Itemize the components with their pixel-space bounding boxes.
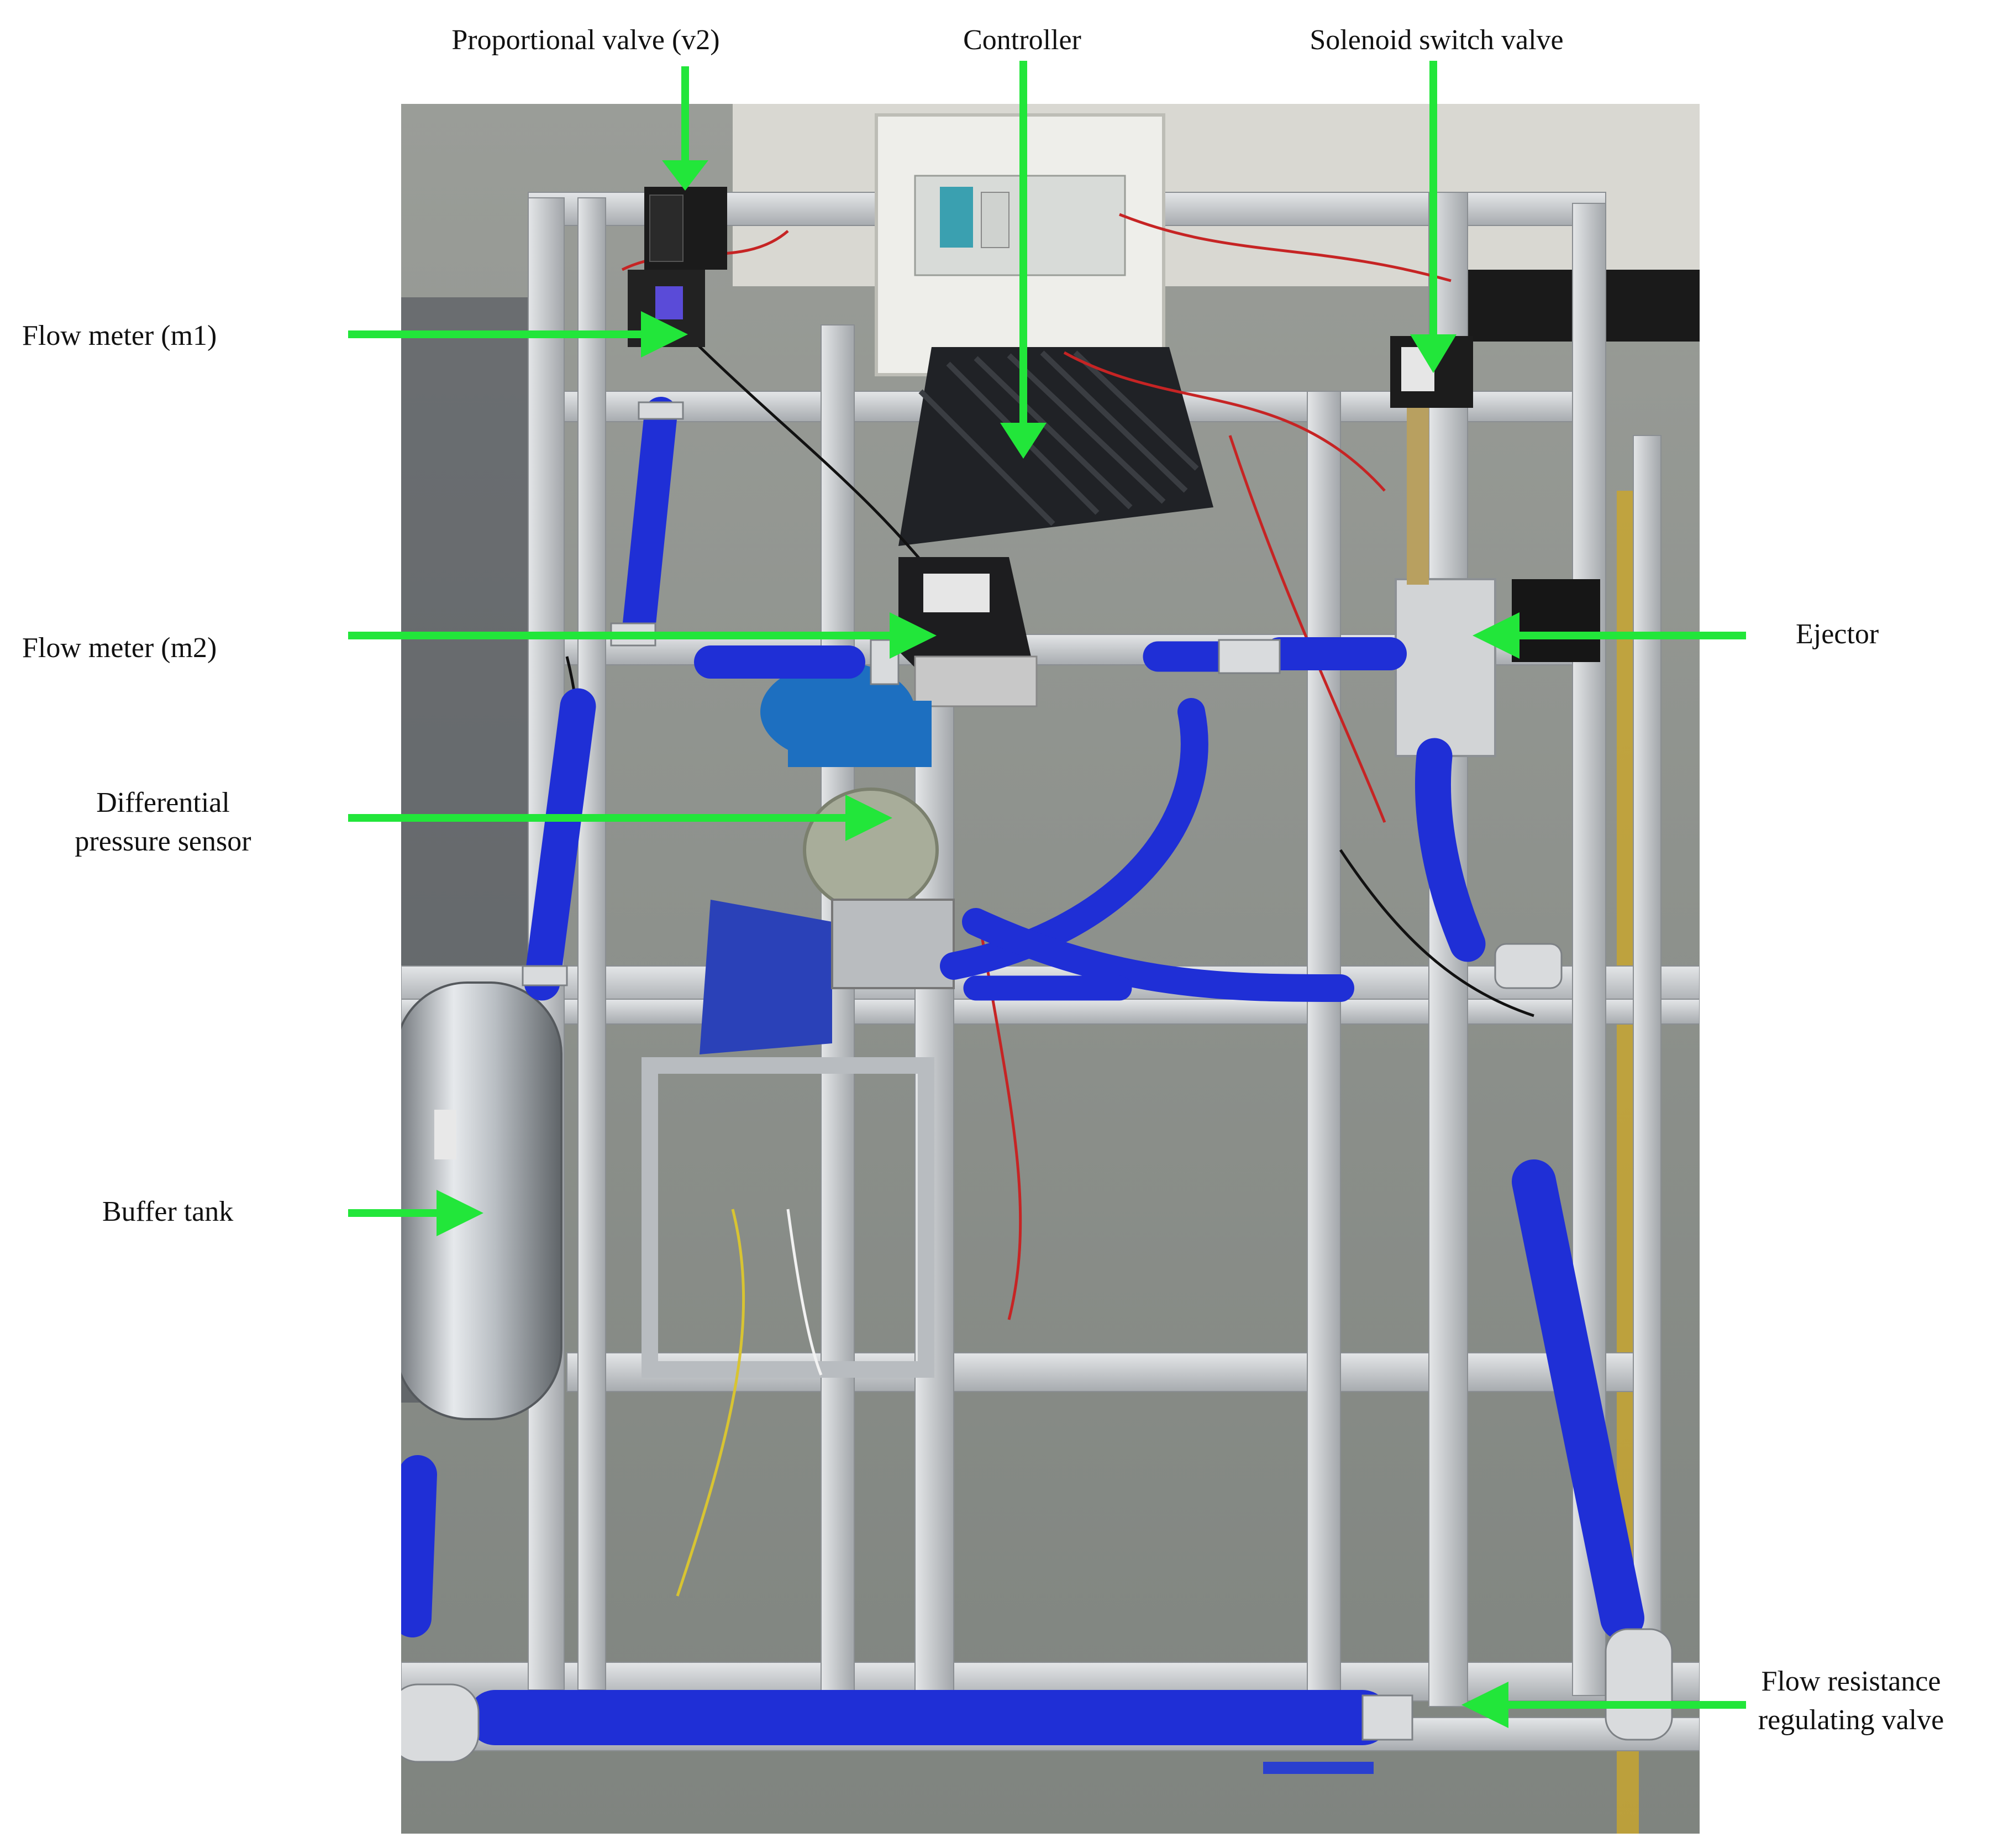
ejector-body: [1395, 578, 1496, 757]
label-dp-sensor-line1: Differential: [96, 787, 230, 818]
controller-heatsink: [898, 347, 1213, 546]
label-flow-meter-m1: Flow meter (m1): [22, 320, 217, 351]
label-solenoid-switch-valve: Solenoid switch valve: [1310, 24, 1564, 56]
blue-hoses: [401, 397, 1644, 1745]
label-buffer-tank: Buffer tank: [102, 1196, 234, 1227]
valve-handle: [1263, 1762, 1374, 1774]
frame-inner-box: [642, 1057, 934, 1378]
label-flow-resistance-line1: Flow resistance: [1761, 1666, 1941, 1697]
label-ejector: Ejector: [1796, 618, 1879, 650]
label-flow-meter-m2: Flow meter (m2): [22, 632, 217, 664]
label-dp-sensor-line2: pressure sensor: [75, 826, 251, 857]
label-proportional-valve: Proportional valve (v2): [451, 24, 720, 56]
test-rig-photo: [401, 104, 1700, 1834]
dp-sensor-bracket: [700, 900, 832, 1054]
buffer-tank: [401, 981, 562, 1420]
label-controller: Controller: [963, 24, 1081, 56]
label-flow-resistance-line2: regulating valve: [1758, 1704, 1944, 1736]
